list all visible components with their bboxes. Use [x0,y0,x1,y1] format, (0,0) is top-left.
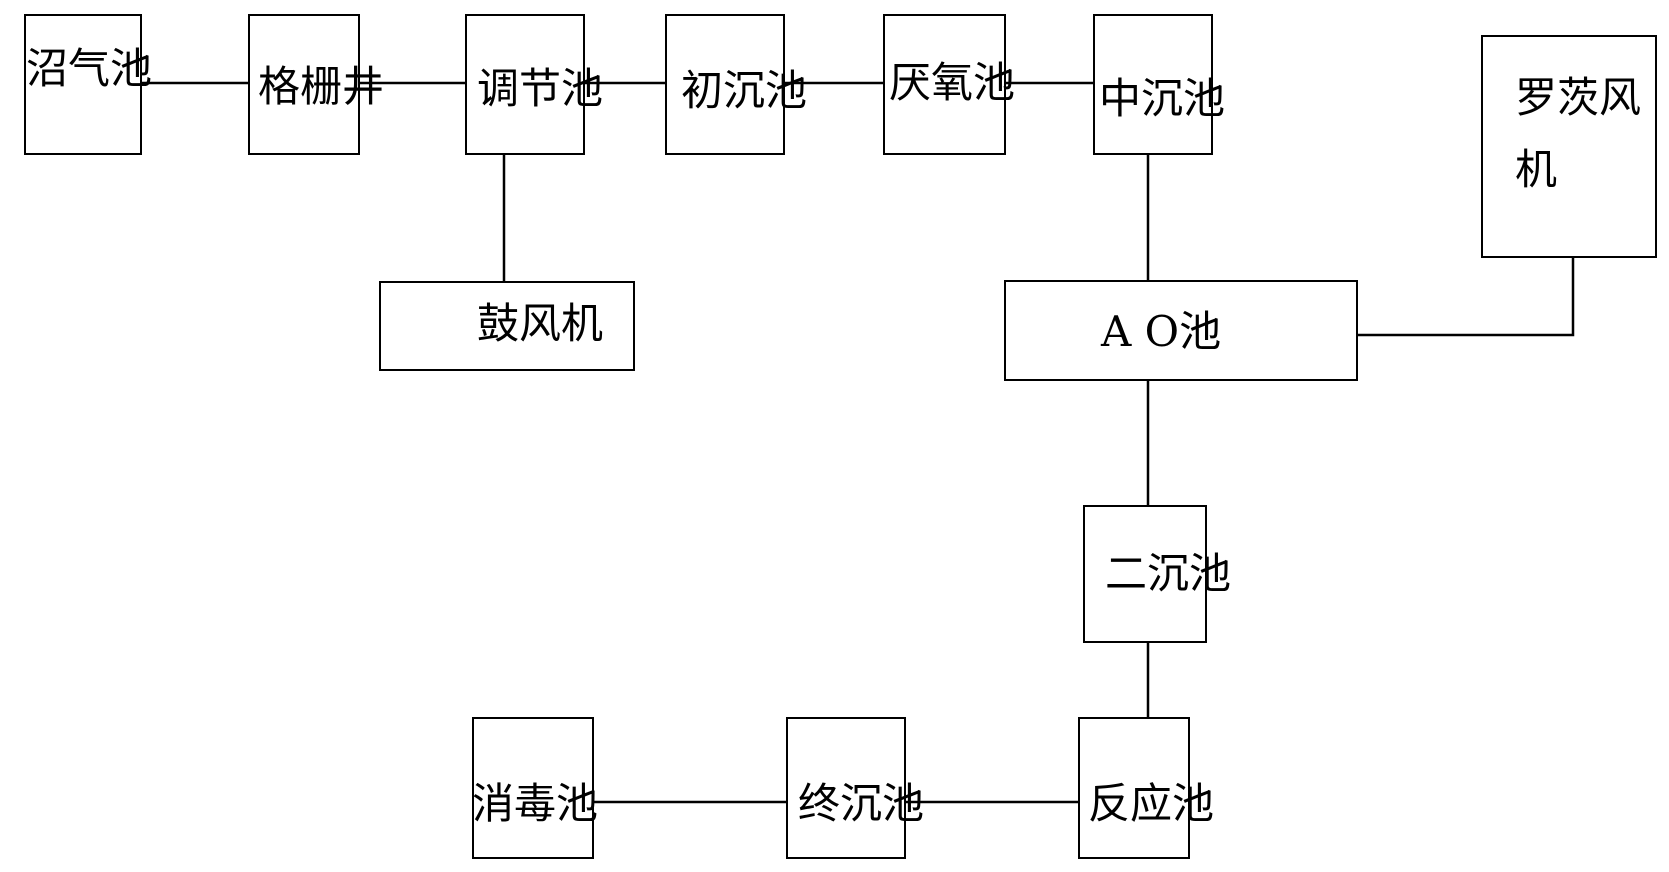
roots-blower-box: 罗茨风 机 [1481,35,1657,258]
intermediate-sedimentation-tank-box: 中沉池 [1093,14,1225,155]
primary-sedimentation-tank-label: 初沉池 [681,66,808,115]
roots-blower-label-line1: 罗茨风 [1515,73,1642,122]
biogas-tank-label: 沼气池 [26,44,153,93]
ao-tank-label: A O池 [1101,307,1222,356]
final-sedimentation-tank-label: 终沉池 [798,779,925,828]
blower-label: 鼓风机 [477,299,604,348]
final-sedimentation-tank-box: 终沉池 [786,717,924,859]
secondary-sedimentation-tank-box: 二沉池 [1083,505,1231,643]
disinfection-tank-box: 消毒池 [472,717,598,859]
anaerobic-tank-box: 厌氧池 [883,14,1015,155]
connector-roots-blower-to-ao [1358,258,1575,337]
reaction-tank-label: 反应池 [1088,779,1215,828]
grille-well-box: 格栅井 [248,14,384,155]
primary-sedimentation-tank-box: 初沉池 [665,14,807,155]
grille-well-label: 格栅井 [258,62,385,111]
anaerobic-tank-label: 厌氧池 [889,58,1016,107]
roots-blower-label-line2: 机 [1515,145,1558,194]
regulating-tank-label: 调节池 [477,64,604,113]
regulating-tank-box: 调节池 [465,14,603,155]
intermediate-sedimentation-tank-label: 中沉池 [1099,74,1226,123]
biogas-tank-box: 沼气池 [24,14,152,155]
blower-box: 鼓风机 [379,281,635,371]
secondary-sedimentation-tank-label: 二沉池 [1105,549,1232,598]
ao-tank-box: A O池 [1004,280,1358,381]
reaction-tank-box: 反应池 [1078,717,1214,859]
disinfection-tank-label: 消毒池 [472,779,599,828]
